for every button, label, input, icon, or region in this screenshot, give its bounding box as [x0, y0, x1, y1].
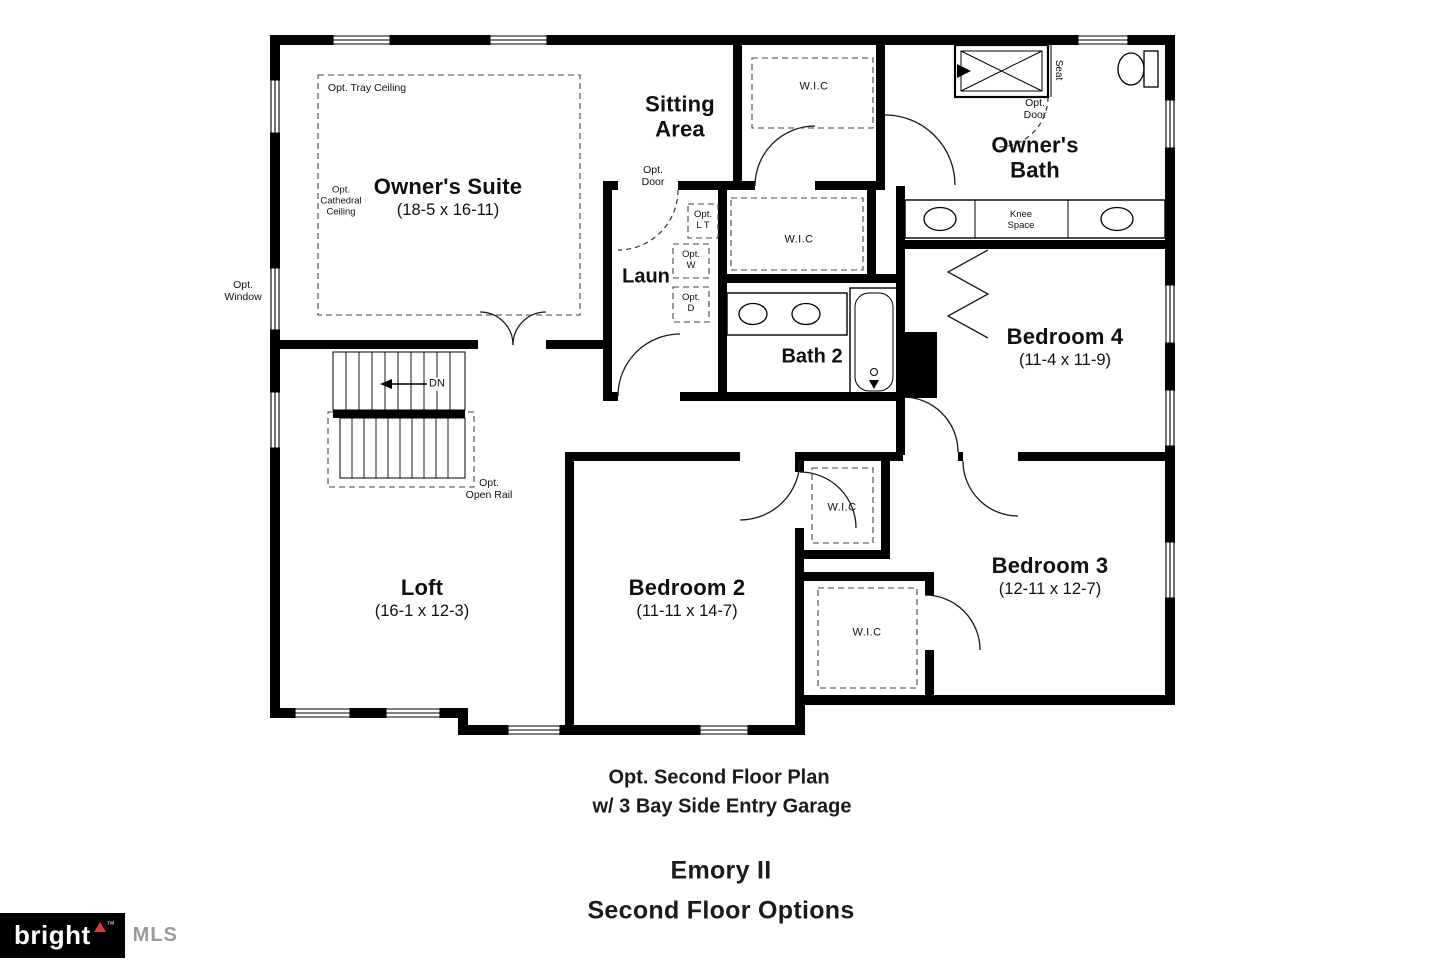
wic-owners-shelf — [730, 197, 864, 271]
bedroom4-label: Bedroom 4 (11-4 x 11-9) — [1007, 324, 1124, 370]
seat-label: Seat — [1052, 59, 1064, 81]
shower-arrow — [957, 64, 971, 78]
owners-bath-line2: Bath — [1010, 158, 1060, 183]
opt-washer-line2: W — [686, 260, 696, 271]
sink — [791, 302, 821, 326]
opt-door-sitting-label: Opt. Door — [642, 164, 665, 188]
wic-bedroom3-label: W.I.C — [852, 626, 882, 639]
opt-dryer-box — [672, 286, 710, 323]
tray-ceiling-outline — [317, 74, 581, 316]
interior-walls — [280, 45, 1165, 730]
cathedral-line1: Opt. — [332, 184, 350, 196]
bedroom3-label: Bedroom 3 (12-11 x 12-7) — [992, 553, 1109, 599]
stairs-down-label: DN — [427, 377, 447, 391]
bedroom3-dims: (12-11 x 12-7) — [998, 580, 1102, 599]
opt-linen-line1: Opt. — [694, 209, 712, 221]
owners-suite-label: Owner's Suite (18-5 x 16-11) — [374, 174, 522, 220]
opt-dryer-line2: D — [687, 303, 695, 314]
opt-dryer-label: Opt. D — [682, 292, 700, 315]
bathroom-fixtures — [726, 43, 1166, 397]
trademark-symbol: ™ — [106, 920, 115, 929]
tray-ceiling-label: Opt. Tray Ceiling — [327, 81, 407, 94]
opt-dryer-line1: Opt. — [682, 292, 700, 304]
plan-option-caption-line2: w/ 3 Bay Side Entry Garage — [592, 795, 852, 818]
opt-open-rail-label: Opt. Open Rail — [466, 477, 513, 501]
opt-window-line2: Window — [224, 291, 262, 303]
cathedral-line2: Cathedral — [320, 195, 362, 207]
cathedral-ceiling-label: Opt. Cathedral Ceiling — [320, 184, 362, 219]
cathedral-line3: Ceiling — [326, 206, 356, 218]
knee-space-line2: Space — [1007, 220, 1035, 231]
plan-subtitle: Second Floor Options — [587, 896, 855, 925]
opt-door-sitting-line2: Door — [641, 176, 665, 188]
opt-door-bath-line1: Opt. — [1025, 96, 1045, 109]
knee-space-line1: Knee — [1009, 209, 1033, 221]
opt-door-bath-line2: Door — [1023, 109, 1047, 121]
brightmls-logo: bright ™ MLS — [0, 913, 178, 958]
open-rail-line2: Open Rail — [465, 489, 513, 501]
bath2-label: Bath 2 — [781, 345, 843, 368]
stairs — [332, 351, 466, 479]
owners-suite-dims: (18-5 x 16-11) — [396, 201, 500, 220]
bright-logo-box: bright ™ — [0, 913, 125, 958]
bedroom4-dims: (11-4 x 11-9) — [1018, 351, 1111, 370]
door-arcs — [479, 114, 1019, 651]
shower — [953, 43, 1050, 99]
mls-wordmark: MLS — [132, 924, 178, 946]
bath2-counter — [726, 292, 848, 336]
stair-rail — [333, 410, 465, 418]
wic-bedroom2-shelf — [811, 467, 874, 544]
sink — [738, 302, 768, 326]
knee-space-label: Knee Space — [1007, 209, 1035, 232]
bedroom3-name: Bedroom 3 — [991, 552, 1109, 578]
opt-linen-tower-label: Opt. L T — [694, 209, 712, 232]
bedroom2-name: Bedroom 2 — [628, 574, 746, 600]
loft-label: Loft (16-1 x 12-3) — [375, 575, 469, 621]
opt-washer-line1: Opt. — [682, 249, 700, 261]
vanity-counter — [904, 199, 1166, 239]
sitting-area-label: Sitting Area — [645, 92, 715, 143]
toilet — [1117, 52, 1145, 86]
opt-door-bath-label: Opt. Door — [1024, 97, 1047, 121]
sink — [923, 206, 957, 232]
open-rail-line1: Opt. — [479, 476, 499, 489]
opt-window-label: Opt. Window — [224, 279, 261, 303]
plan-option-caption-line1: Opt. Second Floor Plan — [608, 766, 830, 789]
red-triangle-icon — [93, 922, 106, 932]
opt-linen-box — [687, 203, 719, 239]
open-rail-outline — [327, 411, 475, 488]
bifold-door-symbol — [946, 249, 990, 339]
sink — [1100, 206, 1134, 232]
loft-dims: (16-1 x 12-3) — [374, 602, 470, 621]
optional-door-arcs — [617, 96, 1049, 251]
wic-owners-label: W.I.C — [784, 233, 814, 246]
bedroom4-name: Bedroom 4 — [1006, 323, 1124, 349]
owners-bath-label: Owner's Bath — [991, 133, 1078, 184]
wic-bedroom2-label: W.I.C — [827, 501, 857, 514]
plan-title: Emory II — [670, 856, 772, 885]
laundry-label: Laun — [622, 265, 670, 288]
wic-hall-label: W.I.C — [799, 80, 829, 93]
bedroom2-label: Bedroom 2 (11-11 x 14-7) — [629, 575, 746, 621]
opt-door-sitting-line1: Opt. — [643, 163, 663, 176]
owners-suite-name: Owner's Suite — [373, 173, 523, 199]
sitting-line2: Area — [655, 117, 705, 142]
opt-washer-label: Opt. W — [682, 249, 700, 272]
bright-wordmark: bright — [14, 920, 91, 950]
sitting-line1: Sitting — [645, 91, 715, 117]
opt-window-line1: Opt. — [233, 278, 253, 291]
opt-linen-line2: L T — [696, 220, 710, 231]
owners-bath-line1: Owner's — [991, 132, 1079, 158]
bedroom2-dims: (11-11 x 14-7) — [636, 602, 738, 621]
bathtub — [849, 287, 899, 397]
wic-hall-shelf — [751, 57, 874, 129]
opt-washer-box — [672, 243, 710, 279]
loft-name: Loft — [400, 574, 444, 600]
window-symbols — [270, 35, 1175, 735]
